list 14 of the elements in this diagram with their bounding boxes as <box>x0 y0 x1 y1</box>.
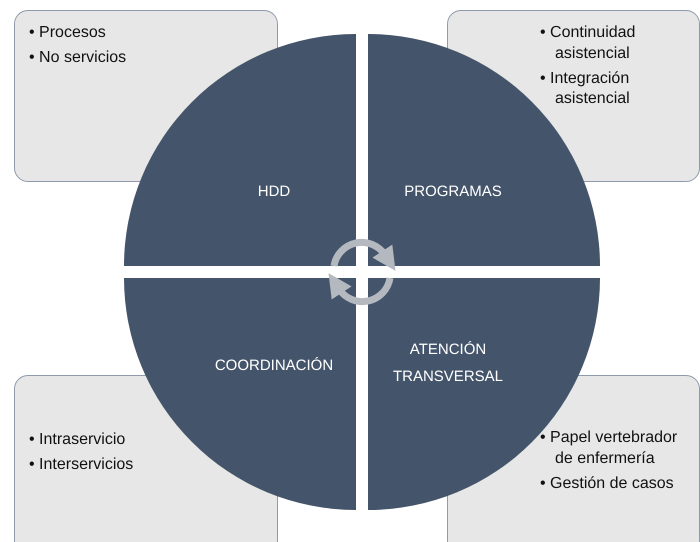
bullet-item: • Integración asistencial <box>540 68 631 110</box>
bullet-item: • Papel vertebrador de enfermería <box>540 428 678 469</box>
curved-arrow <box>330 238 396 270</box>
bullet-item: • Interservicios <box>29 454 134 475</box>
segment-label: HDD <box>256 182 292 202</box>
bullet-item: • Gestión de casos <box>540 474 675 494</box>
segment-label: ATENCIÓN TRANSVERSAL <box>392 340 504 387</box>
curved-arrow <box>328 274 394 306</box>
segment-label: COORDINACIÓN <box>214 356 334 376</box>
bullet-item: • Procesos <box>29 23 107 43</box>
segment-label: PROGRAMAS <box>403 182 503 202</box>
bullet-item: • Intraservicio <box>29 430 126 450</box>
bullet-item: • Continuidad asistencial <box>540 23 636 64</box>
bullet-item: • No servicios <box>29 48 128 68</box>
